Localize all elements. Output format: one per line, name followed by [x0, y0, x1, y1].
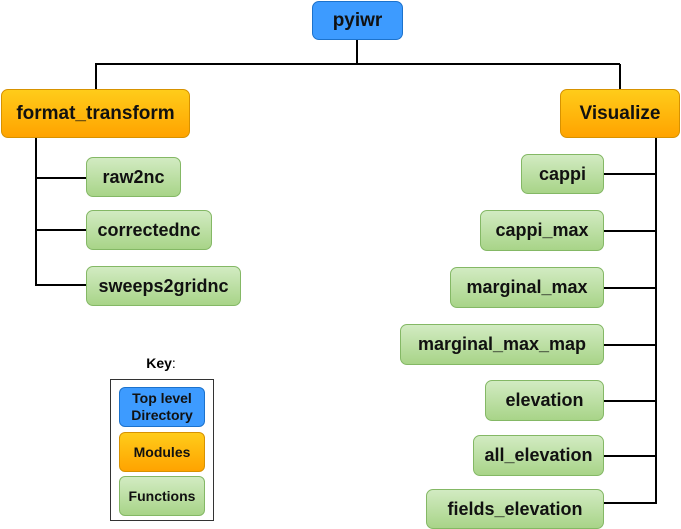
- function-node-marginal-max: marginal_max: [450, 267, 604, 308]
- function-node-elevation: elevation: [485, 380, 604, 421]
- key-item-modules: Modules: [119, 432, 205, 472]
- function-node-fields-elevation: fields_elevation: [426, 489, 604, 529]
- module-node-format-transform: format_transform: [1, 89, 190, 138]
- key-title: Key:: [110, 355, 212, 371]
- root-node-pyiwr: pyiwr: [312, 1, 403, 40]
- key-legend-box: Top level Directory Modules Functions: [110, 379, 214, 521]
- function-node-correctednc: correctednc: [86, 210, 212, 250]
- module-node-visualize: Visualize: [560, 89, 680, 138]
- function-node-cappi: cappi: [521, 154, 604, 194]
- function-node-cappi-max: cappi_max: [480, 210, 604, 251]
- function-node-raw2nc: raw2nc: [86, 157, 181, 197]
- key-item-top-level-directory: Top level Directory: [119, 387, 205, 427]
- key-item-functions: Functions: [119, 476, 205, 516]
- key-title-text: Key: [146, 355, 172, 371]
- function-node-sweeps2gridnc: sweeps2gridnc: [86, 266, 241, 306]
- key-title-colon: :: [171, 355, 176, 371]
- function-node-marginal-max-map: marginal_max_map: [400, 324, 604, 365]
- function-node-all-elevation: all_elevation: [473, 435, 604, 476]
